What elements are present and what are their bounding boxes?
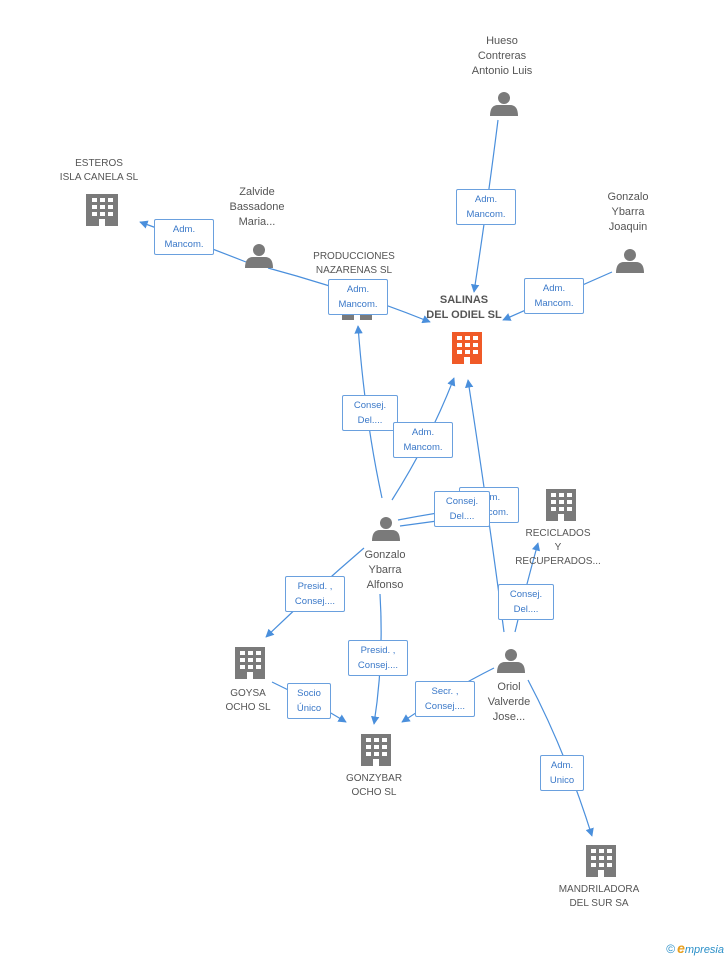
name-line: Ybarra bbox=[368, 564, 402, 576]
name-line: GOYSA bbox=[230, 688, 266, 699]
node-zalvide-label[interactable]: Zalvide Bassadone Maria... bbox=[229, 185, 284, 230]
name-line: SALINAS bbox=[439, 294, 489, 306]
name-line: Hueso bbox=[486, 35, 518, 47]
building-icon[interactable] bbox=[586, 845, 616, 877]
role-line: Único bbox=[296, 703, 322, 714]
role-label-adm-unico[interactable]: Adm. Unico bbox=[540, 755, 584, 791]
node-mandriladora-label[interactable]: MANDRILADORA DEL SUR SA bbox=[559, 883, 640, 911]
person-icon[interactable] bbox=[372, 517, 400, 541]
role-line: Del.... bbox=[513, 604, 539, 615]
role-label-adm-salinas[interactable]: Adm. Mancom. bbox=[393, 422, 453, 458]
person-icon[interactable] bbox=[490, 92, 518, 116]
node-reciclados-label[interactable]: RECICLADOS Y RECUPERADOS... bbox=[515, 527, 601, 569]
name-line: Jose... bbox=[492, 711, 526, 723]
name-line: OCHO SL bbox=[225, 702, 271, 713]
node-oriol-label[interactable]: Oriol Valverde Jose... bbox=[488, 680, 531, 725]
role-line: Mancom. bbox=[164, 239, 204, 250]
node-gonzalo-alfonso-label[interactable]: Gonzalo Ybarra Alfonso bbox=[365, 548, 406, 593]
role-line: Adm. bbox=[346, 284, 370, 295]
building-icon[interactable] bbox=[546, 489, 576, 521]
role-label-presid-gonzybar[interactable]: Presid. , Consej.... bbox=[348, 640, 408, 676]
role-label-joaquin[interactable]: Adm. Mancom. bbox=[524, 278, 584, 314]
copyright-symbol: © bbox=[666, 942, 676, 956]
name-line: Maria... bbox=[238, 216, 276, 228]
role-label-zalvide[interactable]: Adm. Mancom. bbox=[154, 219, 214, 255]
role-line: Consej.... bbox=[294, 596, 336, 607]
name-line: Zalvide bbox=[239, 186, 275, 198]
building-icon[interactable] bbox=[86, 194, 118, 226]
name-line: GONZYBAR bbox=[345, 773, 403, 784]
building-icon[interactable] bbox=[235, 647, 265, 679]
role-line: Socio bbox=[297, 688, 321, 699]
name-line: Joaquin bbox=[608, 221, 648, 233]
role-label-secr[interactable]: Secr. , Consej.... bbox=[415, 681, 475, 717]
role-line: Adm. bbox=[172, 224, 196, 235]
name-line: NAZARENAS SL bbox=[315, 265, 393, 276]
name-line: Oriol bbox=[497, 681, 521, 693]
role-line: Adm. bbox=[474, 194, 498, 205]
name-line: DEL ODIEL SL bbox=[426, 309, 502, 321]
name-line: ESTEROS bbox=[75, 158, 123, 169]
role-line: Consej.... bbox=[424, 701, 466, 712]
role-line: Consej. bbox=[353, 400, 387, 411]
role-line: Adm. bbox=[542, 283, 566, 294]
logo-e: e bbox=[677, 940, 685, 956]
node-goysa-label[interactable]: GOYSA OCHO SL bbox=[225, 687, 270, 715]
person-icon[interactable] bbox=[616, 249, 644, 273]
role-label-producciones[interactable]: Adm. Mancom. bbox=[328, 279, 388, 315]
role-label-consej-producciones[interactable]: Consej. Del.... bbox=[342, 395, 398, 431]
main-company-icon[interactable] bbox=[452, 332, 482, 364]
role-line: Mancom. bbox=[534, 298, 574, 309]
name-line: Valverde bbox=[487, 696, 531, 708]
role-line: Unico bbox=[549, 775, 575, 786]
name-line: Gonzalo bbox=[607, 191, 649, 203]
name-line: RECICLADOS bbox=[525, 528, 591, 539]
node-gonzalo-joaquin-label[interactable]: Gonzalo Ybarra Joaquin bbox=[608, 190, 649, 235]
role-line: Presid. , bbox=[360, 645, 396, 656]
role-line: Consej. bbox=[445, 496, 479, 507]
role-line: Mancom. bbox=[338, 299, 378, 310]
node-gonzybar-label[interactable]: GONZYBAR OCHO SL bbox=[346, 772, 402, 800]
name-line: Contreras bbox=[477, 50, 527, 62]
role-line: Presid. , bbox=[297, 581, 333, 592]
name-line: MANDRILADORA bbox=[558, 884, 640, 895]
role-label-hueso[interactable]: Adm. Mancom. bbox=[456, 189, 516, 225]
role-line: Adm. bbox=[550, 760, 574, 771]
name-line: RECUPERADOS... bbox=[515, 556, 601, 567]
person-icon[interactable] bbox=[245, 244, 273, 268]
role-line: Del.... bbox=[357, 415, 383, 426]
name-line: Alfonso bbox=[366, 579, 404, 591]
role-label-consej-oriol[interactable]: Consej. Del.... bbox=[498, 584, 554, 620]
name-line: Y bbox=[554, 542, 562, 553]
name-line: PRODUCCIONES bbox=[313, 251, 395, 262]
role-label-consej-reciclados[interactable]: Consej. Del.... bbox=[434, 491, 490, 527]
role-label-presid-goysa[interactable]: Presid. , Consej.... bbox=[285, 576, 345, 612]
building-icon[interactable] bbox=[361, 734, 391, 766]
role-line: Secr. , bbox=[431, 686, 459, 697]
role-line: Mancom. bbox=[403, 442, 443, 453]
role-line: Del.... bbox=[449, 511, 475, 522]
role-label-socio[interactable]: Socio Único bbox=[287, 683, 331, 719]
role-line: Adm. bbox=[411, 427, 435, 438]
logo-text: mpresia bbox=[684, 944, 724, 956]
node-hueso-label[interactable]: Hueso Contreras Antonio Luis bbox=[472, 34, 533, 79]
empresia-logo: ©empresia bbox=[666, 940, 724, 956]
name-line: OCHO SL bbox=[351, 787, 397, 798]
person-icon[interactable] bbox=[497, 649, 525, 673]
edge-oriol-mandriladora bbox=[527, 679, 594, 837]
node-producciones-label[interactable]: PRODUCCIONES NAZARENAS SL bbox=[313, 250, 395, 278]
node-esteros-label[interactable]: ESTEROS ISLA CANELA SL bbox=[60, 157, 138, 185]
name-line: DEL SUR SA bbox=[569, 898, 629, 909]
role-line: Mancom. bbox=[466, 209, 506, 220]
role-line: Consej.... bbox=[357, 660, 399, 671]
role-line: Consej. bbox=[509, 589, 543, 600]
name-line: Antonio Luis bbox=[471, 65, 533, 77]
name-line: Bassadone bbox=[229, 201, 285, 213]
name-line: Gonzalo bbox=[364, 549, 406, 561]
name-line: ISLA CANELA SL bbox=[59, 172, 139, 183]
name-line: Ybarra bbox=[611, 206, 645, 218]
node-salinas-label[interactable]: SALINAS DEL ODIEL SL bbox=[426, 293, 501, 323]
